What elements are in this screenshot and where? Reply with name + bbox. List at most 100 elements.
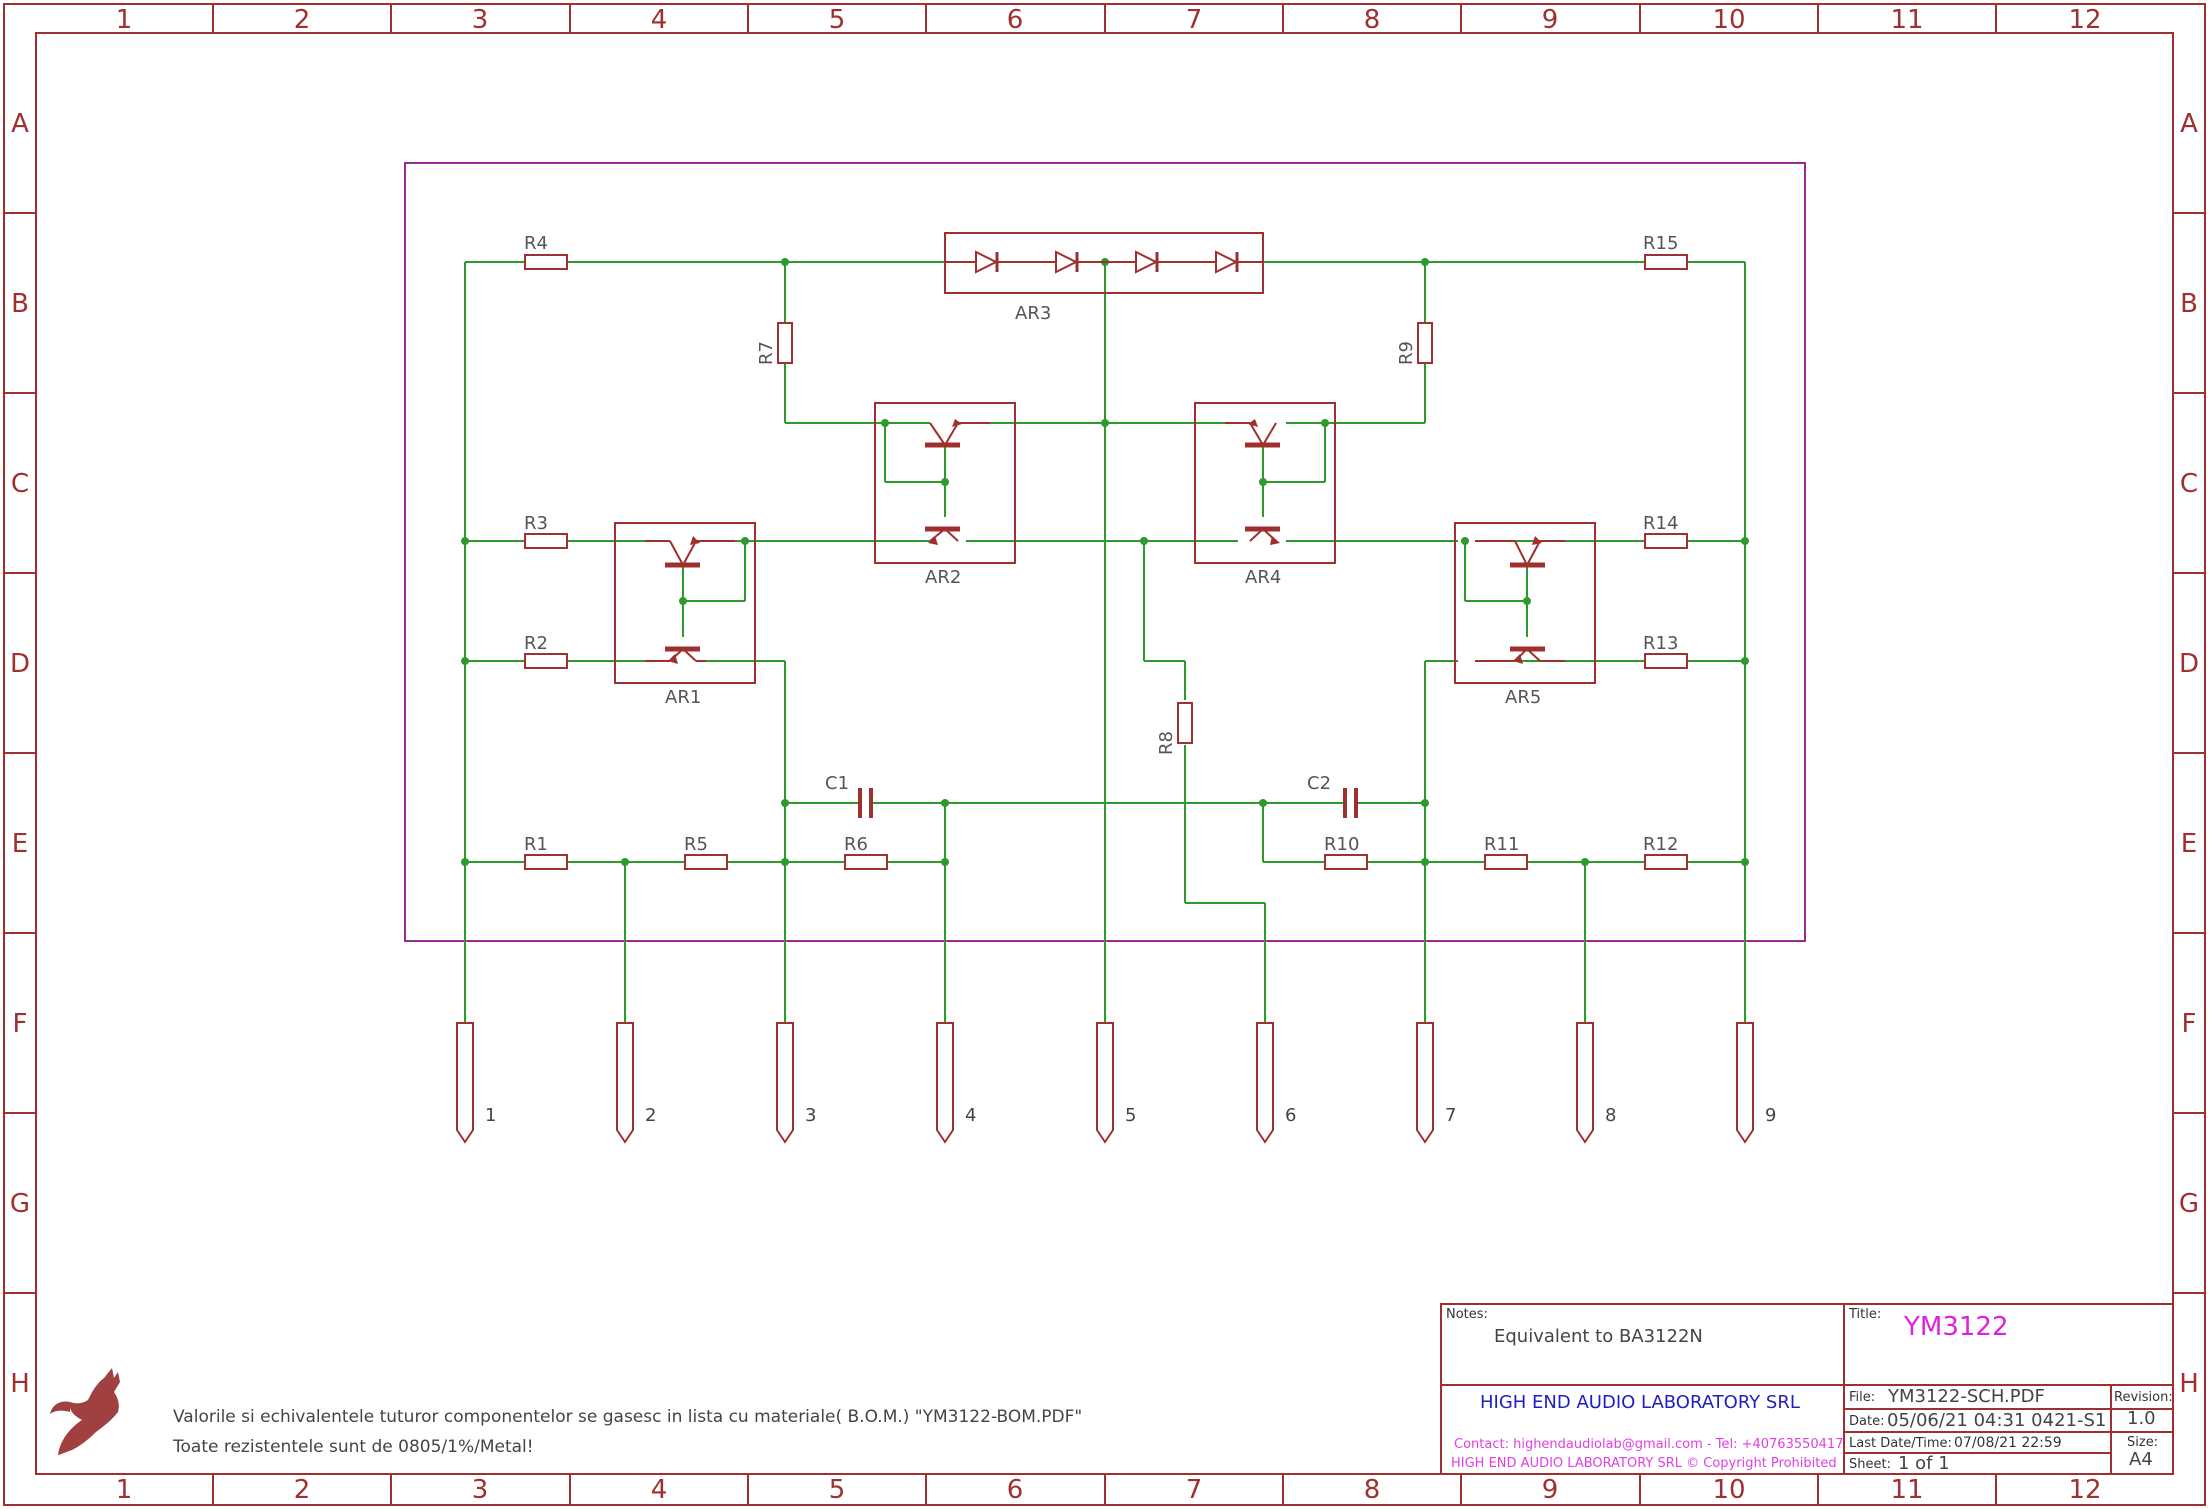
- resistor-r6: [844, 854, 888, 870]
- resistor-r5: [684, 854, 728, 870]
- last-date-value: 07/08/21 22:59: [1954, 1435, 2062, 1451]
- label-ar1: AR1: [665, 687, 701, 708]
- resistor-r14: [1644, 533, 1688, 549]
- label-r6: R6: [844, 834, 868, 855]
- col-label: 9: [1542, 5, 1559, 35]
- col-label: 3: [472, 1475, 489, 1505]
- row-label: H: [10, 1369, 30, 1399]
- row-label: D: [2179, 649, 2199, 679]
- label-r1: R1: [524, 834, 548, 855]
- pin-label: 9: [1765, 1105, 1776, 1126]
- junctions: [461, 258, 1749, 866]
- col-label: 11: [1890, 1475, 1923, 1505]
- last-date-label: Last Date/Time:: [1849, 1436, 1952, 1451]
- pin-label: 3: [805, 1105, 816, 1126]
- resistor-note: Toate rezistentele sunt de 0805/1%/Metal…: [172, 1437, 534, 1457]
- label-r14: R14: [1643, 513, 1678, 534]
- col-label: 7: [1186, 1475, 1203, 1505]
- pin-label: 4: [965, 1105, 976, 1126]
- col-label: 6: [1007, 1475, 1024, 1505]
- transistor-arrays: [614, 402, 1596, 684]
- col-label: 5: [829, 5, 846, 35]
- sheet-value: 1 of 1: [1898, 1453, 1950, 1474]
- row-label: G: [2179, 1189, 2199, 1219]
- col-label: 12: [2068, 1475, 2101, 1505]
- resistor-r10: [1324, 854, 1368, 870]
- transistor-arrows: [668, 419, 1542, 664]
- diode-icon: [1135, 250, 1159, 274]
- pin-7: [1416, 1022, 1434, 1144]
- col-label: 3: [472, 5, 489, 35]
- column-labels-bottom: 1 2 3 4 5 6 7 8 9 10 11 12: [116, 1475, 2102, 1505]
- pin-label: 7: [1445, 1105, 1456, 1126]
- label-r15: R15: [1643, 233, 1678, 254]
- label-r5: R5: [684, 834, 708, 855]
- revision-label: Revision:: [2114, 1390, 2173, 1405]
- row-label: D: [10, 649, 30, 679]
- label-r11: R11: [1484, 834, 1519, 855]
- label-ar5: AR5: [1505, 687, 1541, 708]
- label-ar2: AR2: [925, 567, 961, 588]
- resistor-r11: [1484, 854, 1528, 870]
- row-ticks: [4, 212, 2205, 1294]
- component-labels: R4 R15 R3 R2 R14 R13 R1 R5 R6 R10 R11 R1…: [524, 233, 1678, 855]
- label-c2: C2: [1307, 773, 1331, 794]
- row-label: A: [2180, 109, 2198, 139]
- pin-labels: 1 2 3 4 5 6 7 8 9: [485, 1105, 1776, 1126]
- size-label: Size:: [2127, 1435, 2158, 1450]
- transistor-array-ar1: [614, 522, 756, 684]
- row-labels-left: A B C D E F G H: [10, 109, 30, 1399]
- label-r3: R3: [524, 513, 548, 534]
- resistor-bodies: [524, 254, 1688, 870]
- pin-label: 6: [1285, 1105, 1296, 1126]
- label-c1: C1: [825, 773, 849, 794]
- row-label: F: [13, 1009, 28, 1039]
- label-r2: R2: [524, 633, 548, 654]
- col-label: 4: [651, 1475, 668, 1505]
- pin-label: 5: [1125, 1105, 1136, 1126]
- column-ticks: [212, 4, 1997, 1505]
- label-r10: R10: [1324, 834, 1359, 855]
- resistor-r2: [524, 653, 568, 669]
- copyright-text: HIGH END AUDIO LABORATORY SRL © Copyrigh…: [1451, 1456, 1837, 1471]
- col-label: 9: [1542, 1475, 1559, 1505]
- col-label: 7: [1186, 5, 1203, 35]
- pin-3: [776, 1022, 794, 1144]
- title-block: [1440, 1303, 2174, 1475]
- wires: [464, 261, 1746, 1023]
- pin-1: [456, 1022, 474, 1144]
- diode-icon: [1215, 250, 1239, 274]
- capacitors: [858, 788, 1358, 818]
- row-label: E: [12, 829, 28, 859]
- notes-label: Notes:: [1446, 1307, 1488, 1322]
- col-label: 5: [829, 1475, 846, 1505]
- pin-2: [616, 1022, 634, 1144]
- pin-5: [1096, 1022, 1114, 1144]
- transistor-array-ar4: [1194, 402, 1336, 564]
- revision-value: 1.0: [2127, 1408, 2156, 1429]
- col-label: 12: [2068, 5, 2101, 35]
- column-labels-top: 1 2 3 4 5 6 7 8 9 10 11 12: [116, 5, 2102, 35]
- row-label: G: [10, 1189, 30, 1219]
- diode-icon: [1055, 250, 1079, 274]
- col-label: 10: [1712, 5, 1745, 35]
- label-ar4: AR4: [1245, 567, 1281, 588]
- col-label: 4: [651, 5, 668, 35]
- resistor-r8: [1177, 702, 1193, 744]
- resistor-r15: [1644, 254, 1688, 270]
- transistor-array-ar2: [874, 402, 1016, 564]
- resistor-r12: [1644, 854, 1688, 870]
- col-label: 1: [116, 1475, 133, 1505]
- row-label: E: [2181, 829, 2197, 859]
- resistor-r9: [1417, 322, 1433, 364]
- resistor-r13: [1644, 653, 1688, 669]
- label-r9: R9: [1396, 341, 1417, 365]
- diode-array-ar3: [944, 232, 1264, 294]
- col-label: 1: [116, 5, 133, 35]
- col-label: 8: [1364, 5, 1381, 35]
- col-label: 11: [1890, 5, 1923, 35]
- title-value: YM3122: [1903, 1312, 2008, 1342]
- pins: [456, 1022, 1754, 1144]
- pin-label: 8: [1605, 1105, 1616, 1126]
- label-ar3: AR3: [1015, 303, 1051, 324]
